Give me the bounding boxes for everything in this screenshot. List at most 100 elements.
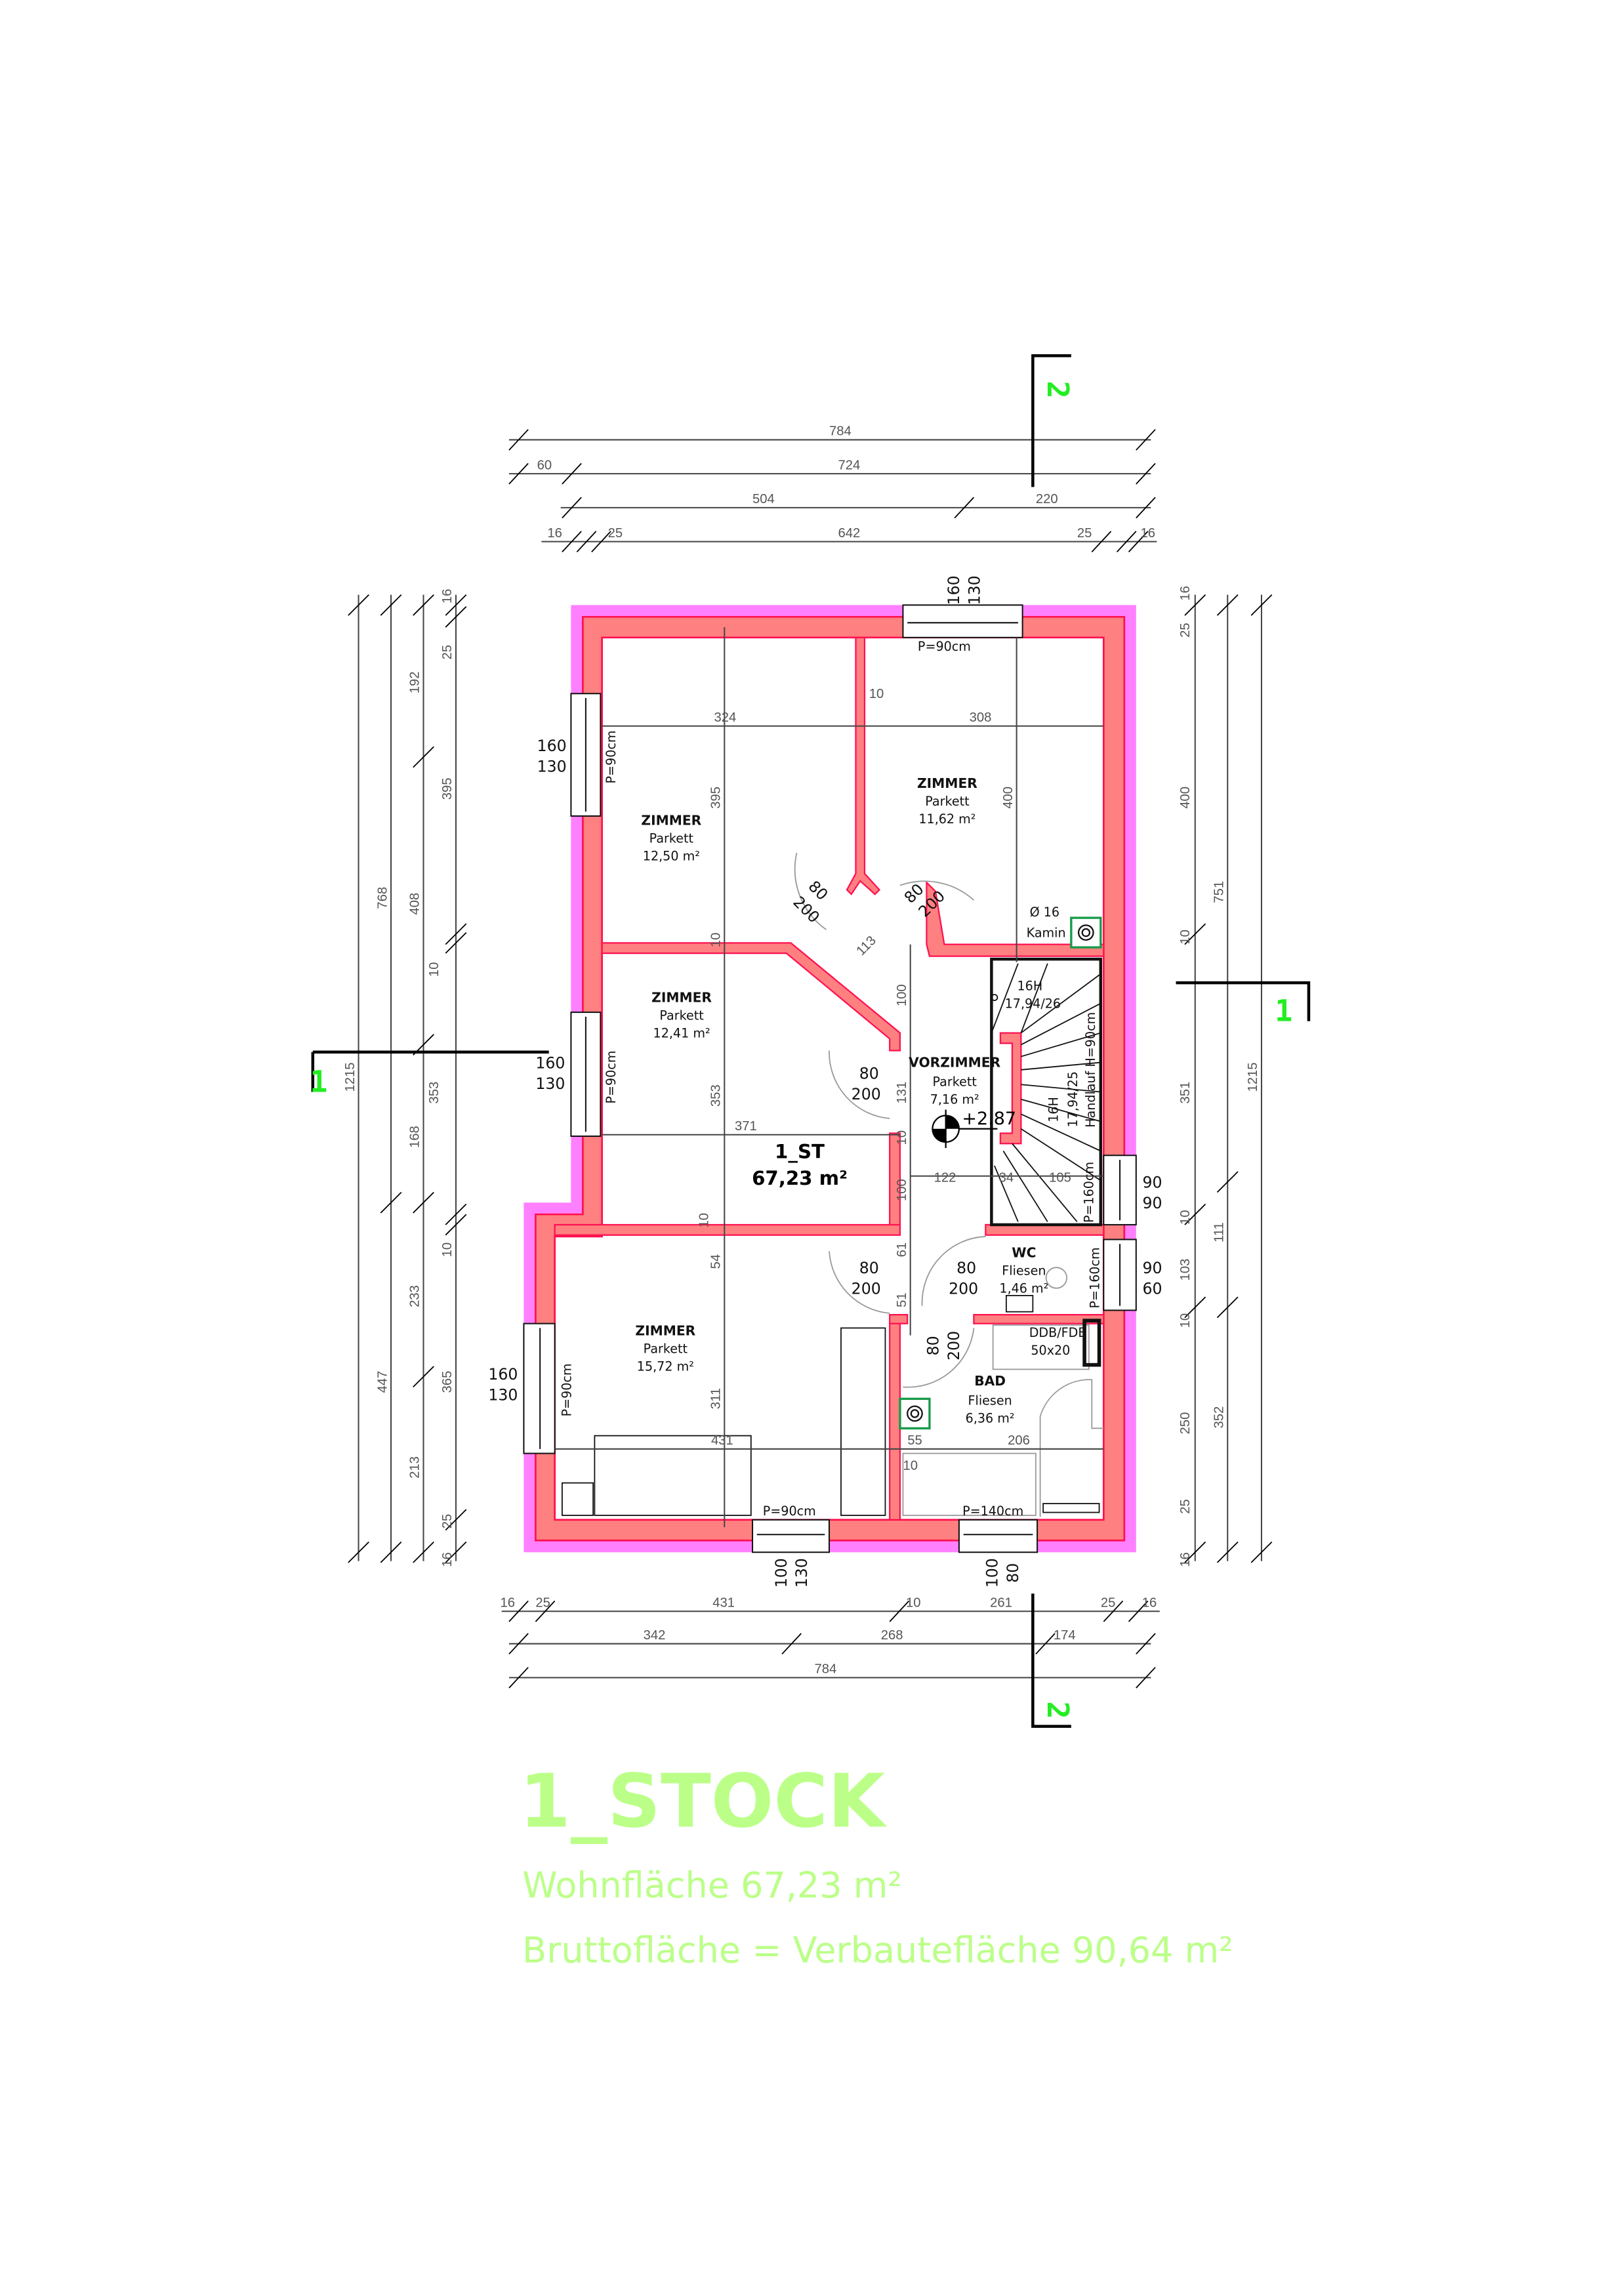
label: 60 bbox=[537, 458, 552, 472]
label: 724 bbox=[838, 458, 860, 472]
label: 16H bbox=[1046, 1097, 1061, 1122]
label: 25 bbox=[1178, 623, 1193, 638]
label: 130 bbox=[488, 1386, 518, 1404]
label: 784 bbox=[814, 1662, 836, 1677]
label: 213 bbox=[408, 1456, 422, 1479]
room-bad: BAD Fliesen 6,36 m² bbox=[966, 1373, 1015, 1425]
label: 504 bbox=[752, 492, 775, 506]
label: 111 bbox=[1212, 1222, 1226, 1242]
label: 200 bbox=[945, 1331, 963, 1361]
label: 55 bbox=[907, 1433, 922, 1448]
label: 431 bbox=[712, 1595, 735, 1610]
label: 10 bbox=[697, 1213, 712, 1228]
label: ZIMMER bbox=[635, 1323, 695, 1339]
label: 11,62 m² bbox=[918, 811, 976, 827]
label: 200 bbox=[949, 1280, 978, 1298]
label: Fliesen bbox=[968, 1393, 1012, 1408]
label: 90 bbox=[1143, 1194, 1162, 1212]
dimension-ticks bbox=[348, 429, 1273, 1689]
level-value: +2.87 bbox=[962, 1109, 1016, 1129]
label: 10 bbox=[427, 962, 442, 977]
label: 130 bbox=[537, 757, 567, 775]
section-marker-2 bbox=[311, 354, 1311, 1728]
label: Kamin bbox=[1027, 925, 1066, 940]
label: 15,72 m² bbox=[637, 1359, 694, 1374]
label: 642 bbox=[838, 526, 860, 541]
label: 7,16 m² bbox=[930, 1092, 979, 1107]
label: 100 bbox=[895, 984, 909, 1006]
label: 1,46 m² bbox=[999, 1281, 1048, 1296]
label: 80 bbox=[956, 1259, 976, 1277]
label: P=90cm bbox=[604, 1051, 619, 1104]
label: 12,41 m² bbox=[653, 1025, 710, 1040]
chimney-icon bbox=[899, 1397, 931, 1430]
label: 80 bbox=[1004, 1563, 1022, 1583]
label: 200 bbox=[852, 1085, 881, 1103]
label: 80 bbox=[859, 1064, 879, 1082]
furniture bbox=[562, 1267, 1101, 1516]
floor-summary: 1_ST 67,23 m² bbox=[752, 1141, 848, 1189]
label: 395 bbox=[709, 787, 724, 809]
label: 160 bbox=[488, 1365, 518, 1384]
label: P=160cm bbox=[1088, 1247, 1103, 1308]
label: 751 bbox=[1212, 881, 1226, 903]
label: 122 bbox=[934, 1171, 956, 1185]
label: 130 bbox=[792, 1558, 811, 1588]
label: 10 bbox=[440, 1242, 455, 1258]
label: P=90cm bbox=[918, 639, 971, 654]
label: 51 bbox=[895, 1292, 909, 1307]
label: 10 bbox=[1178, 930, 1193, 945]
label: 220 bbox=[1036, 492, 1058, 506]
label: 16 bbox=[1178, 586, 1193, 601]
annotations: Ø 16 Kamin DDB/FDB 50x20 16H 17,94/26 16… bbox=[559, 639, 1102, 1519]
interior-walls bbox=[554, 636, 1105, 1521]
label: 431 bbox=[711, 1433, 733, 1448]
label: 6,36 m² bbox=[966, 1410, 1015, 1425]
label: 25 bbox=[1178, 1499, 1193, 1514]
label: 17,94/26 bbox=[1005, 996, 1061, 1011]
label: 16 bbox=[1141, 526, 1156, 541]
label: 192 bbox=[408, 672, 422, 694]
label: 16 bbox=[547, 526, 562, 541]
staircase bbox=[990, 957, 1103, 1227]
label: 408 bbox=[408, 893, 422, 915]
label: 10 bbox=[903, 1458, 918, 1473]
label: 261 bbox=[990, 1595, 1012, 1610]
label: 80 bbox=[859, 1259, 879, 1277]
label: 50x20 bbox=[1031, 1343, 1070, 1358]
label: 67,23 m² bbox=[752, 1167, 848, 1189]
label: 10 bbox=[1178, 1313, 1193, 1328]
label: 17,94/25 bbox=[1065, 1071, 1080, 1127]
section-label-1-left: 1 bbox=[310, 1065, 327, 1099]
label: 200 bbox=[852, 1280, 881, 1298]
label: Parkett bbox=[659, 1008, 704, 1023]
label: 100 bbox=[983, 1558, 1001, 1588]
label: 1215 bbox=[343, 1063, 358, 1092]
label: 131 bbox=[895, 1082, 909, 1104]
label: 160 bbox=[945, 575, 963, 605]
label: 60 bbox=[1143, 1280, 1162, 1298]
living-area: Wohnfläche 67,23 m² bbox=[522, 1865, 902, 1906]
label: BAD bbox=[974, 1373, 1006, 1389]
interior-floor bbox=[554, 636, 1105, 1521]
label: 250 bbox=[1178, 1412, 1193, 1435]
label: 25 bbox=[608, 526, 623, 541]
label: Fliesen bbox=[1002, 1263, 1046, 1278]
label: 25 bbox=[440, 1514, 455, 1529]
label: Parkett bbox=[925, 794, 970, 809]
dimensions-right: 16 25 400 10 351 10 103 10 250 25 16 751… bbox=[1178, 586, 1260, 1567]
label: 130 bbox=[965, 575, 983, 605]
label: 365 bbox=[440, 1371, 455, 1393]
label: 16 bbox=[1142, 1595, 1157, 1610]
label: 10 bbox=[906, 1595, 921, 1610]
label: Ø 16 bbox=[1030, 905, 1059, 920]
room-zimmer-4: ZIMMER Parkett 15,72 m² bbox=[635, 1323, 695, 1374]
label: Parkett bbox=[644, 1342, 688, 1357]
label: 25 bbox=[535, 1595, 550, 1610]
label: 206 bbox=[1008, 1433, 1030, 1448]
